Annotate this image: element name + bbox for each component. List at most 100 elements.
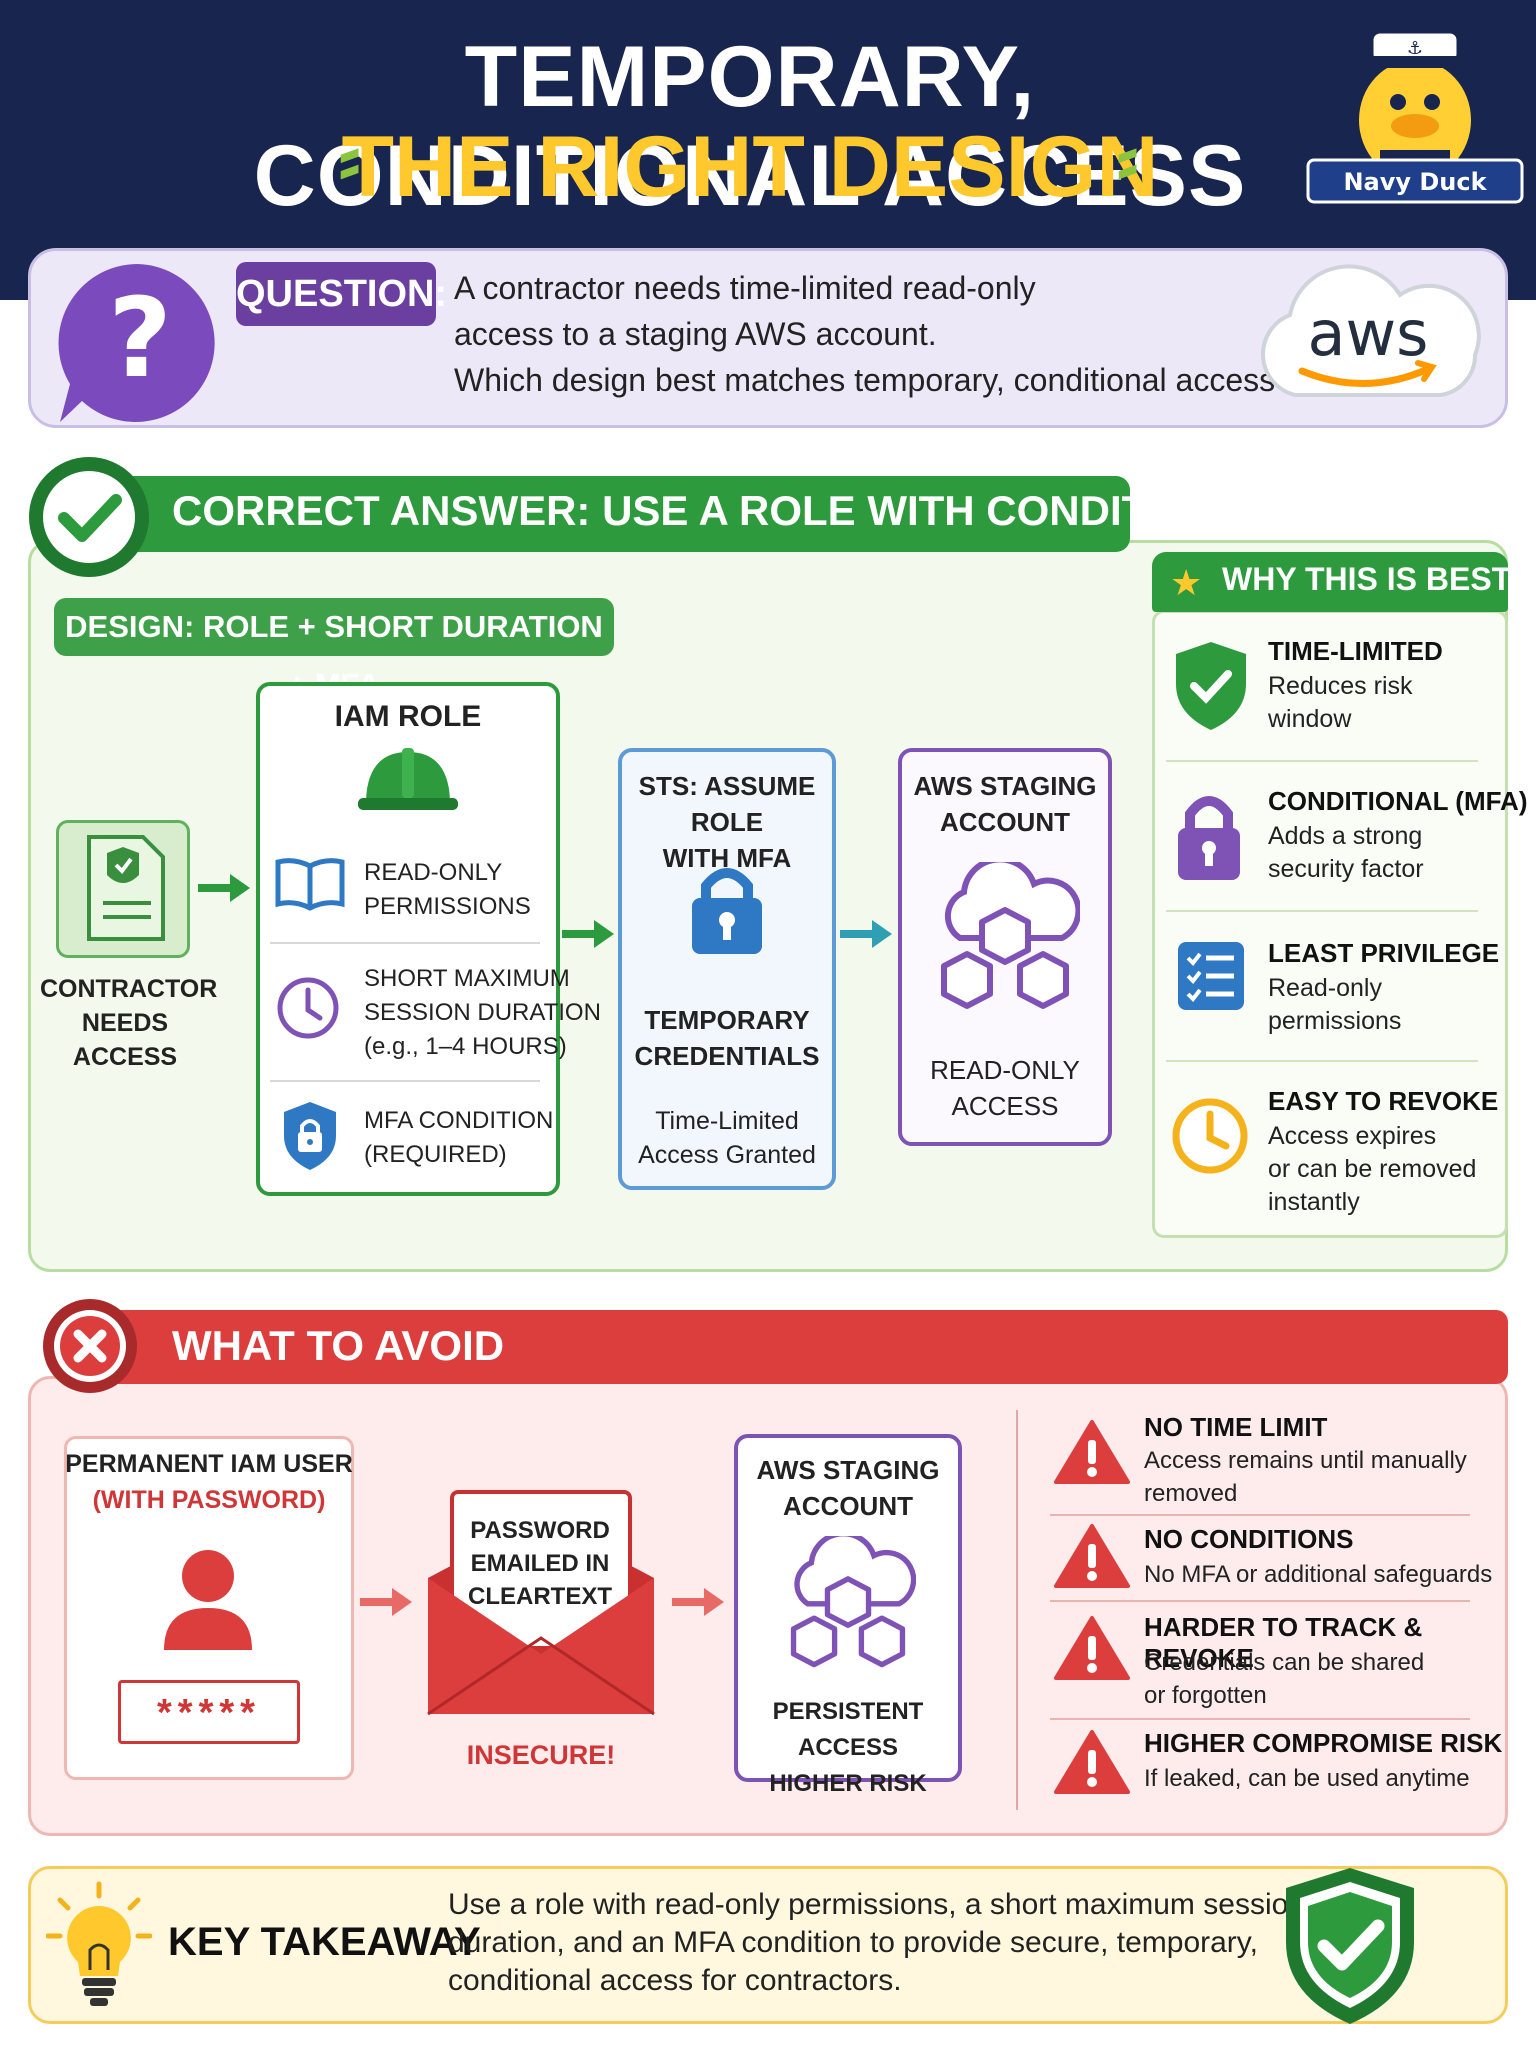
aws-account-title: AWS STAGING ACCOUNT	[734, 1452, 962, 1524]
iam-row-line: (e.g., 1–4 HOURS)	[364, 1033, 567, 1060]
risk-desc-line: Access remains until manually	[1144, 1447, 1467, 1474]
question-mark-icon: ?	[58, 264, 215, 422]
risk-desc: Access remains until manually removed	[1144, 1444, 1467, 1510]
checklist-icon	[1178, 942, 1244, 1010]
divider	[1050, 1514, 1470, 1516]
x-circle-icon	[43, 1299, 137, 1393]
iam-row-line: SHORT MAXIMUM	[364, 965, 570, 992]
sts-subtitle-line: CREDENTIALS	[634, 1041, 820, 1071]
aws-risk-line: PERSISTENT ACCESS	[772, 1698, 924, 1761]
correct-answer-bar	[60, 476, 1130, 552]
iam-role-title: IAM ROLE	[334, 700, 482, 733]
sts-note-line: Access Granted	[638, 1141, 816, 1169]
arrow-right-icon	[840, 920, 892, 948]
why-desc-line: or can be removed	[1268, 1155, 1477, 1183]
iam-mfa-text: MFA CONDITION (REQUIRED)	[364, 1104, 553, 1172]
contractor-label: CONTRACTOR NEEDS ACCESS	[40, 972, 218, 1074]
key-takeaway-title: KEY TAKEAWAY	[168, 1920, 481, 1964]
divider	[1050, 1600, 1470, 1602]
takeaway-line: Use a role with read-only permissions, a…	[448, 1888, 1305, 1921]
star-icon: ★	[1170, 562, 1203, 603]
divider	[270, 942, 540, 944]
iam-row-line: MFA CONDITION	[364, 1107, 554, 1134]
sts-assume-role-card	[618, 748, 836, 1190]
hard-hat-icon	[358, 748, 458, 810]
iam-row-line: READ-ONLY	[364, 859, 503, 886]
why-item-desc: Reduces risk window	[1268, 670, 1413, 736]
svg-text:?: ?	[108, 274, 172, 402]
permanent-user-title: PERMANENT IAM USER	[65, 1450, 353, 1478]
email-line: PASSWORD	[470, 1517, 610, 1544]
why-item-desc: Adds a strong security factor	[1268, 820, 1424, 886]
why-desc-line: instantly	[1268, 1188, 1360, 1216]
question-label: QUESTION:	[236, 262, 447, 326]
padlock-icon	[692, 868, 762, 954]
warning-icon	[1054, 1420, 1130, 1484]
why-item-desc: Read-only permissions	[1268, 972, 1401, 1038]
iam-row-line: (REQUIRED)	[364, 1141, 507, 1168]
risk-head: HARDER TO TRACK & REVOKE	[1144, 1612, 1423, 1673]
risk-desc: No MFA or additional safeguards	[1144, 1558, 1492, 1591]
why-best-bar	[1152, 552, 1508, 612]
shield-check-icon	[1176, 642, 1246, 730]
risk-desc: Credentials can be shared or forgotten	[1144, 1646, 1424, 1712]
shield-check-icon	[1286, 1868, 1414, 2024]
email-line: CLEARTEXT	[468, 1583, 612, 1610]
contract-document-icon	[87, 835, 165, 941]
contractor-document	[56, 820, 190, 958]
sts-note: Time-Limited Access Granted	[618, 1104, 836, 1172]
contractor-label-line: CONTRACTOR	[40, 975, 218, 1003]
divider	[1050, 1718, 1470, 1720]
why-desc-line: window	[1268, 705, 1352, 733]
arrow-right-icon	[672, 1588, 724, 1616]
aws-account-title: AWS STAGING ACCOUNT	[898, 768, 1112, 840]
avoid-title: WHAT TO AVOID	[172, 1322, 505, 1369]
sts-subtitle-line: TEMPORARY	[644, 1005, 810, 1035]
question-text-line: A contractor needs time-limited read-onl…	[454, 270, 1036, 306]
lightbulb-icon	[46, 1881, 152, 2006]
clock-icon	[277, 977, 339, 1039]
insecure-warning: INSECURE!	[466, 1740, 616, 1770]
aws-logo-text: aws	[1307, 297, 1428, 370]
warning-icon	[1054, 1524, 1130, 1588]
risk-head: HIGHER COMPROMISE RISK	[1144, 1728, 1503, 1758]
navy-duck-mascot-icon: ⚓ Navy Duck	[1306, 30, 1524, 204]
divider	[1016, 1410, 1018, 1810]
takeaway-line: conditional access for contractors.	[448, 1964, 902, 1997]
masked-password-field: *****	[118, 1680, 300, 1744]
aws-account-access: READ-ONLY ACCESS	[898, 1052, 1112, 1124]
check-circle-icon	[29, 457, 149, 577]
contractor-label-line: NEEDS ACCESS	[72, 1009, 178, 1071]
padlock-icon	[1178, 796, 1240, 880]
aws-account-title-line: AWS STAGING	[756, 1455, 940, 1485]
book-icon	[275, 858, 345, 911]
sparkle-left-icon: ⸗	[338, 119, 362, 197]
risk-desc-line: or forgotten	[1144, 1682, 1267, 1709]
why-desc-line: security factor	[1268, 855, 1424, 883]
why-best-title: WHY THIS IS BEST	[1222, 561, 1512, 597]
clock-icon	[1172, 1098, 1248, 1174]
divider	[1166, 910, 1478, 912]
arrow-right-icon	[562, 920, 614, 948]
risk-desc: If leaked, can be used anytime	[1144, 1762, 1470, 1795]
divider	[1166, 760, 1478, 762]
risk-head: NO CONDITIONS	[1144, 1524, 1354, 1554]
divider	[1166, 1060, 1478, 1062]
risk-head: NO TIME LIMIT	[1144, 1412, 1328, 1442]
aws-account-title-line: ACCOUNT	[783, 1491, 913, 1521]
mascot-label: Navy Duck	[1343, 168, 1487, 196]
question-text-line: Which design best matches temporary, con…	[454, 362, 1293, 398]
aws-account-title-line: AWS STAGING	[913, 771, 1097, 801]
risk-desc-line: No MFA or additional safeguards	[1144, 1561, 1493, 1588]
envelope-icon	[427, 1490, 655, 1716]
svg-text:⚓: ⚓	[1407, 38, 1423, 59]
aws-account-access-line: ACCESS	[951, 1091, 1059, 1121]
aws-account-access-line: READ-ONLY	[930, 1055, 1080, 1085]
design-label: DESIGN: ROLE + SHORT DURATION + MFA	[54, 598, 614, 702]
warning-icon	[1054, 1616, 1130, 1680]
sts-title-line: STS: ASSUME ROLE	[638, 771, 816, 837]
aws-account-risk: PERSISTENT ACCESS HIGHER RISK	[734, 1694, 962, 1802]
why-desc-line: permissions	[1268, 1007, 1402, 1035]
why-desc-line: Reduces risk	[1268, 672, 1413, 700]
cloud-cubes-icon	[790, 1536, 916, 1668]
